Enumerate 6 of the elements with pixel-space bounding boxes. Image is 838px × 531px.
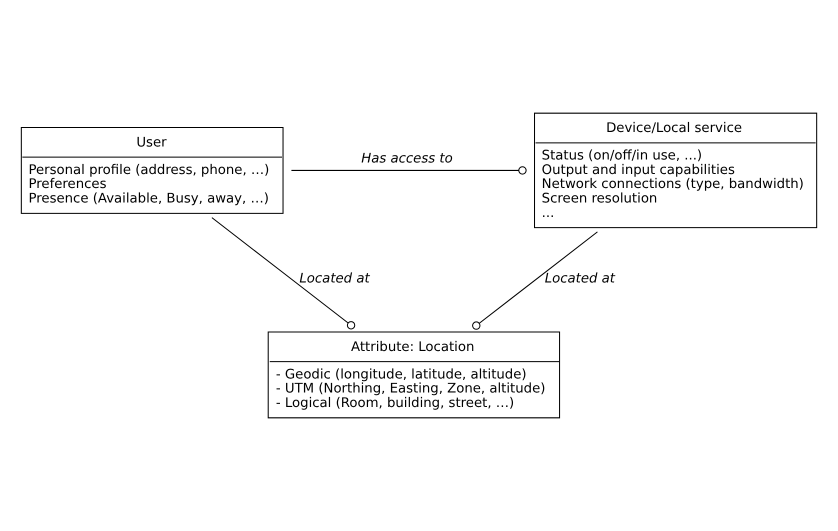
- edge-label: Has access to: [361, 152, 453, 167]
- edge-label: Located at: [544, 271, 616, 286]
- connector: [472, 232, 598, 330]
- edge-label: Located at: [299, 271, 370, 286]
- connector: [291, 166, 527, 175]
- connector: [212, 217, 356, 330]
